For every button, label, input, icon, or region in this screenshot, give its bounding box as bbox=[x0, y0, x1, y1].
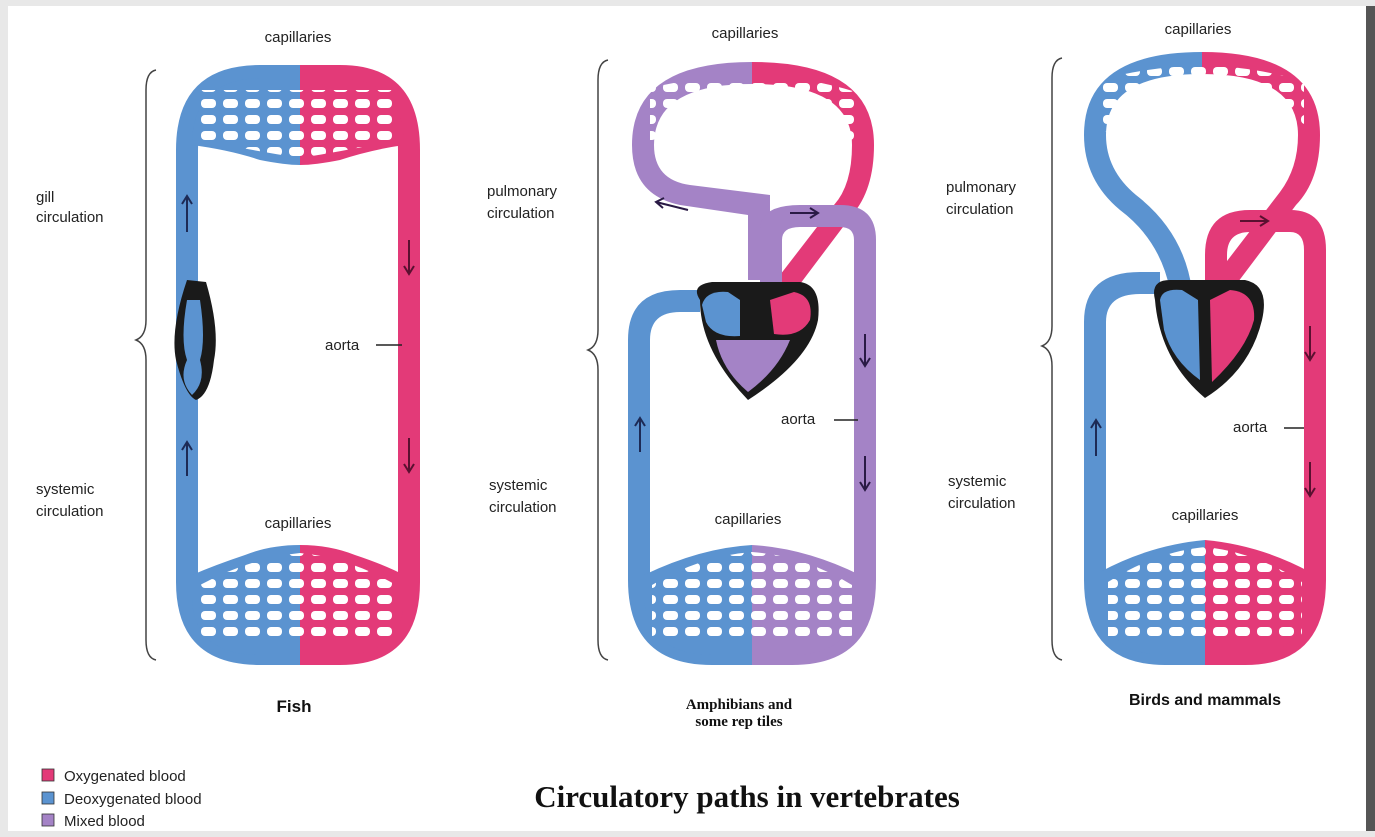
page-edge bbox=[1366, 6, 1375, 831]
amphibian-caption-line1: Amphibians and bbox=[686, 697, 793, 713]
diagram-title: Circulatory paths in vertebrates bbox=[534, 779, 960, 814]
amphibian-upper-circulation-line2: circulation bbox=[487, 205, 555, 222]
fish-top-capillaries-label: capillaries bbox=[265, 29, 332, 46]
legend-label-mixed: Mixed blood bbox=[64, 813, 145, 830]
legend-label-deoxygenated: Deoxygenated blood bbox=[64, 791, 202, 808]
amphibian-lower-circulation-line2: circulation bbox=[489, 499, 557, 516]
amphibian-lower-circulation-line1: systemic bbox=[489, 477, 548, 494]
mammal-upper-circulation-line1: pulmonary bbox=[946, 179, 1017, 196]
fish-lower-circulation-line2: circulation bbox=[36, 503, 104, 520]
mammal-lower-circulation-line2: circulation bbox=[948, 495, 1016, 512]
legend-swatch-deoxygenated bbox=[42, 792, 54, 804]
legend-swatch-mixed bbox=[42, 814, 54, 826]
amphibian-top-capillaries-label: capillaries bbox=[712, 25, 779, 42]
fish-heart-chambers bbox=[183, 300, 203, 395]
fish-bottom-capillaries-label: capillaries bbox=[265, 515, 332, 532]
fish-upper-circulation-line2: circulation bbox=[36, 209, 104, 226]
amphibian-caption-line2: some rep tiles bbox=[695, 714, 782, 730]
mammal-top-capillaries-label: capillaries bbox=[1165, 21, 1232, 38]
fish-caption: Fish bbox=[277, 697, 312, 716]
mammal-bottom-capillaries-label: capillaries bbox=[1172, 507, 1239, 524]
legend-swatch-oxygenated bbox=[42, 769, 54, 781]
amphibian-upper-circulation-line1: pulmonary bbox=[487, 183, 558, 200]
amphibian-bottom-capillaries-label: capillaries bbox=[715, 511, 782, 528]
mammal-aorta-label: aorta bbox=[1233, 419, 1268, 436]
mammal-lower-circulation-line1: systemic bbox=[948, 473, 1007, 490]
mammal-caption: Birds and mammals bbox=[1129, 692, 1281, 709]
fish-aorta-label: aorta bbox=[325, 337, 360, 354]
legend-label-oxygenated: Oxygenated blood bbox=[64, 768, 186, 785]
fish-lower-circulation-line1: systemic bbox=[36, 481, 95, 498]
fish-upper-circulation-line1: gill bbox=[36, 189, 54, 206]
amphibian-aorta-label: aorta bbox=[781, 411, 816, 428]
mammal-upper-circulation-line2: circulation bbox=[946, 201, 1014, 218]
